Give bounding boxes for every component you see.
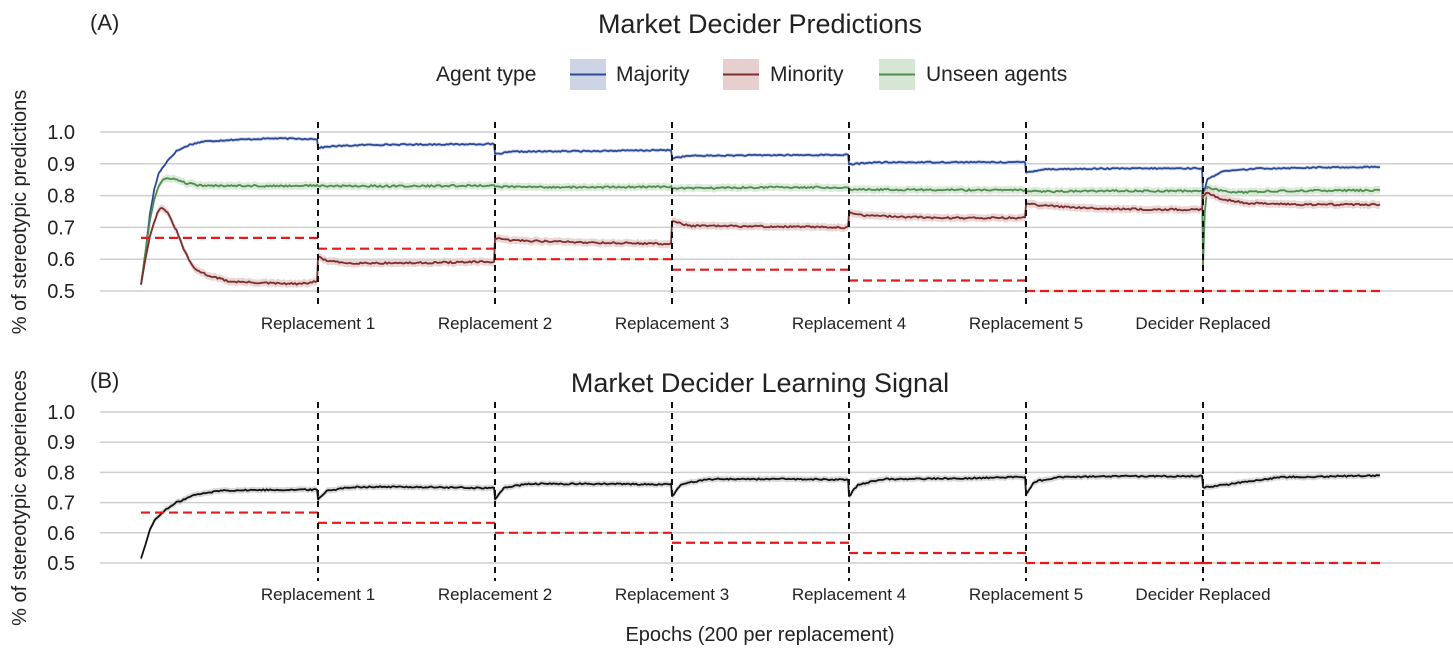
y-tick-label-a: 0.9 bbox=[47, 154, 75, 176]
y-tick-label-a: 0.6 bbox=[47, 249, 75, 271]
legend: Agent type Majority Minority Unseen agen… bbox=[436, 59, 1067, 90]
series-band-a-2 bbox=[141, 188, 1380, 289]
panel-a-label: (A) bbox=[90, 10, 119, 35]
y-tick-label-b: 0.8 bbox=[47, 462, 75, 484]
series-line-a-0 bbox=[140, 137, 1381, 285]
y-tick-label-a: 0.5 bbox=[47, 281, 75, 303]
y-tick-label-b: 0.9 bbox=[47, 432, 75, 454]
x-axis-label: Epochs (200 per replacement) bbox=[625, 624, 894, 646]
legend-entry-majority: Majority bbox=[570, 59, 690, 90]
x-tick-label-b: Replacement 5 bbox=[969, 585, 1083, 604]
x-tick-label-b: Replacement 2 bbox=[438, 585, 552, 604]
y-tick-label-b: 0.5 bbox=[47, 553, 75, 575]
legend-label-unseen: Unseen agents bbox=[926, 63, 1067, 86]
x-tick-label-a: Replacement 5 bbox=[969, 314, 1083, 333]
y-tick-label-a: 0.7 bbox=[47, 217, 75, 239]
x-tick-label-a: Replacement 4 bbox=[792, 314, 906, 333]
y-tick-label-a: 0.8 bbox=[47, 186, 75, 208]
series-line-a-1 bbox=[140, 177, 1381, 285]
legend-entry-unseen: Unseen agents bbox=[879, 59, 1067, 90]
legend-title: Agent type bbox=[436, 63, 536, 86]
series-line-a-2 bbox=[140, 191, 1381, 286]
y-axis-label-top: % of stereotypic predictions bbox=[9, 90, 31, 335]
x-tick-label-b: Replacement 3 bbox=[615, 585, 729, 604]
x-tick-label-b: Decider Replaced bbox=[1135, 585, 1270, 604]
x-tick-label-b: Replacement 1 bbox=[261, 585, 375, 604]
panel-a-title: Market Decider Predictions bbox=[598, 9, 922, 39]
x-tick-label-a: Replacement 3 bbox=[615, 314, 729, 333]
y-tick-label-b: 0.6 bbox=[47, 523, 75, 545]
legend-label-minority: Minority bbox=[770, 63, 844, 86]
panel-b-title: Market Decider Learning Signal bbox=[571, 368, 949, 398]
x-tick-label-b: Replacement 4 bbox=[792, 585, 906, 604]
panel-b-label: (B) bbox=[90, 368, 119, 393]
x-tick-label-a: Replacement 1 bbox=[261, 314, 375, 333]
x-tick-label-a: Replacement 2 bbox=[438, 314, 552, 333]
legend-entry-minority: Minority bbox=[723, 59, 844, 90]
series-band-b-0 bbox=[141, 472, 1380, 562]
legend-label-majority: Majority bbox=[616, 63, 690, 86]
y-axis-label-bottom: % of stereotypic experiences bbox=[9, 370, 31, 626]
x-tick-label-a: Decider Replaced bbox=[1135, 314, 1270, 333]
y-tick-label-a: 1.0 bbox=[47, 122, 75, 144]
y-tick-label-b: 0.7 bbox=[47, 493, 75, 515]
series-line-b-0 bbox=[140, 474, 1381, 559]
y-tick-label-b: 1.0 bbox=[47, 402, 75, 424]
